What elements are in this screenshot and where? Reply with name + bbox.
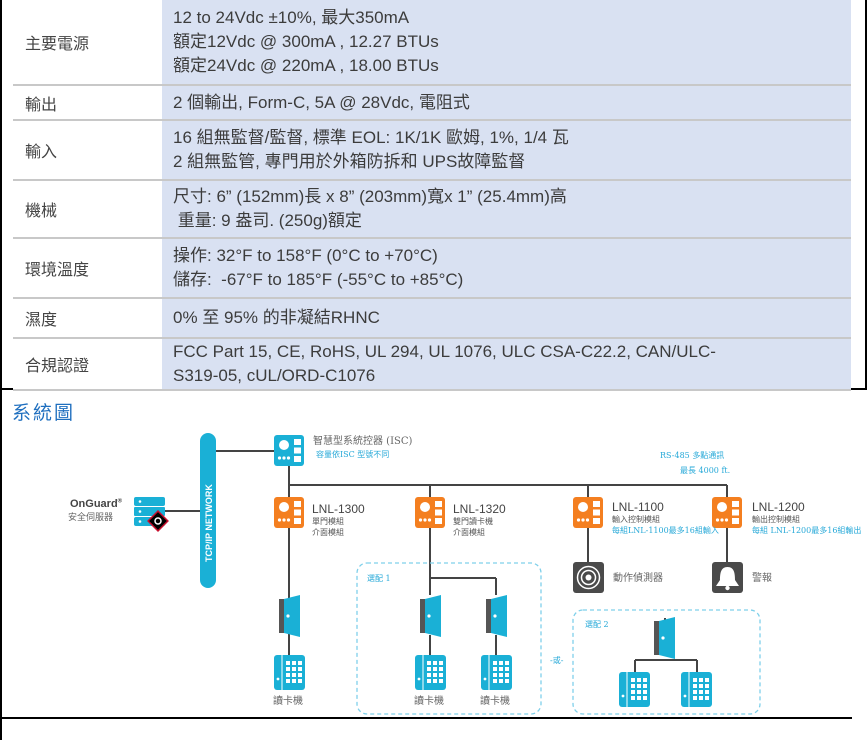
module-sub: 介面模組 — [312, 528, 344, 537]
spec-row: 輸出 2 個輸出, Form-C, 5A @ 28Vdc, 電阻式 — [13, 85, 851, 121]
spec-value-line: 操作: 32°F to 158°F (0°C to +70°C) — [173, 246, 438, 265]
server-icon — [134, 497, 169, 532]
card-reader-icon — [680, 671, 713, 708]
server-sub: 安全伺服器 — [68, 513, 114, 523]
spec-value-line: FCC Part 15, CE, RoHS, UL 294, UL 1076, … — [173, 342, 716, 361]
motion-label: 動作偵測器 — [613, 573, 663, 584]
or-label: -或- — [550, 656, 564, 665]
spec-row: 機械尺寸: 6” (152mm)長 x 8” (203mm)寬x 1” (25.… — [13, 180, 851, 239]
spec-value: 2 個輸出, Form-C, 5A @ 28Vdc, 電阻式 — [162, 85, 851, 121]
door-icon — [420, 595, 441, 637]
rs485-line1: RS-485 多點通訊 — [660, 451, 725, 460]
spec-label: 機械 — [13, 180, 162, 239]
module-sub: 雙門讀卡機 — [453, 517, 493, 526]
spec-label: 輸入 — [13, 120, 162, 181]
frame-border — [0, 390, 2, 740]
option1-box — [356, 562, 542, 715]
spec-value-line: 額定24Vdc @ 220mA , 18.00 BTUs — [173, 56, 439, 75]
module-lnl1100: LNL-1100 輸入控制模組 每組LNL-1100最多16組輸入 — [612, 500, 719, 536]
spec-value-line: 0% 至 95% 的非凝結RHNC — [173, 308, 380, 327]
alarm-label: 警報 — [752, 573, 772, 584]
spec-row: 環境溫度操作: 32°F to 158°F (0°C to +70°C) 儲存: … — [13, 238, 851, 299]
module-note: 每組LNL-1100最多16組輸入 — [612, 526, 719, 535]
module-sub: 輸入控制模組 — [612, 515, 660, 524]
frame-border — [0, 717, 852, 719]
reader-label: 讀卡機 — [273, 696, 303, 707]
diagram-graphics: TCP/IP NETWORK — [134, 433, 761, 715]
spec-label: 環境溫度 — [13, 238, 162, 299]
spec-label: 輸出 — [13, 85, 162, 121]
tcpip-network-bar — [200, 433, 216, 588]
spec-value: 16 組無監督/監督, 標準 EOL: 1K/1K 歐姆, 1%, 1/4 瓦 2… — [162, 120, 851, 181]
spec-value-line: 16 組無監督/監督, 標準 EOL: 1K/1K 歐姆, 1%, 1/4 瓦 — [173, 128, 569, 147]
module-name: LNL-1200 — [752, 500, 805, 514]
spec-row: 主要電源 12 to 24Vdc ±10%, 最大350mA 額定12Vdc @ 3… — [13, 0, 851, 86]
spec-value-line: 12 to 24Vdc ±10%, 最大350mA — [173, 8, 410, 27]
spec-label: 合規認證 — [13, 338, 162, 391]
system-diagram: 系統圖 — [0, 390, 867, 720]
card-reader-icon — [273, 654, 306, 691]
spec-value: 尺寸: 6” (152mm)長 x 8” (203mm)寬x 1” (25.4m… — [162, 180, 851, 239]
server-name: OnGuard® — [70, 498, 123, 510]
door-icon — [654, 617, 675, 659]
spec-value-line: 額定12Vdc @ 300mA , 12.27 BTUs — [173, 32, 439, 51]
door-icon — [486, 595, 507, 637]
spec-value: 0% 至 95% 的非凝結RHNC — [162, 298, 851, 339]
card-reader-icon — [618, 671, 651, 708]
module-lnl1320: LNL-1320 雙門讀卡機 介面模組 — [453, 502, 506, 538]
spec-label: 主要電源 — [13, 0, 162, 86]
lnl1300-module-icon — [274, 497, 304, 528]
rs485-line2: 最長 4000 ft. — [680, 466, 731, 475]
reader-label: 讀卡機 — [414, 696, 444, 707]
module-name: LNL-1100 — [612, 500, 664, 514]
spec-label: 濕度 — [13, 298, 162, 339]
spec-row: 合規認證 FCC Part 15, CE, RoHS, UL 294, UL 10… — [13, 338, 851, 391]
door-icon — [279, 595, 300, 637]
spec-value-line: 2 組無監管, 專門用於外箱防拆和 UPS故障監督 — [173, 152, 526, 171]
option1-label: 選配 1 — [367, 574, 391, 583]
option2-box — [572, 609, 761, 715]
alarm-bell-icon — [712, 562, 743, 593]
lnl1320-module-icon — [415, 497, 445, 528]
spec-value: 操作: 32°F to 158°F (0°C to +70°C) 儲存: -67°… — [162, 238, 851, 299]
spec-table: 主要電源 12 to 24Vdc ±10%, 最大350mA 額定12Vdc @ 3… — [13, 0, 851, 391]
card-reader-icon — [480, 654, 513, 691]
spec-value: 12 to 24Vdc ±10%, 最大350mA 額定12Vdc @ 300mA… — [162, 0, 851, 86]
module-name: LNL-1320 — [453, 502, 506, 516]
reader-label: 讀卡機 — [480, 696, 510, 707]
module-sub: 輸出控制模組 — [752, 515, 800, 524]
module-sub: 單門模組 — [312, 517, 344, 526]
spec-row: 濕度 0% 至 95% 的非凝結RHNC — [13, 298, 851, 339]
lnl1100-module-icon — [573, 497, 603, 528]
option2-label: 選配 2 — [585, 620, 609, 629]
spec-value-line: 尺寸: 6” (152mm)長 x 8” (203mm)寬x 1” (25.4m… — [173, 187, 567, 206]
spec-value-line: 儲存: -67°F to 185°F (-55°C to +85°C) — [173, 270, 464, 289]
motion-detector-icon — [573, 562, 604, 593]
isc-controller-icon — [274, 435, 304, 466]
spec-value-line: 2 個輸出, Form-C, 5A @ 28Vdc, 電阻式 — [173, 92, 470, 112]
isc-label: 智慧型系統控器 (ISC) — [313, 436, 413, 447]
spec-value-line: 重量: 9 盎司. (250g)額定 — [173, 211, 362, 230]
card-reader-icon — [414, 654, 447, 691]
diagram-title: 系統圖 — [12, 402, 76, 424]
network-label: TCP/IP NETWORK — [204, 484, 214, 562]
isc-note: 容量依ISC 型號不同 — [316, 450, 390, 459]
connection-lines — [165, 450, 728, 672]
module-lnl1200: LNL-1200 輸出控制模組 每組 LNL-1200最多16組輸出 — [752, 500, 861, 536]
spec-value: FCC Part 15, CE, RoHS, UL 294, UL 1076, … — [162, 338, 851, 391]
module-sub: 介面模組 — [453, 528, 485, 537]
module-name: LNL-1300 — [312, 502, 365, 516]
module-lnl1300: LNL-1300 單門模組 介面模組 — [312, 502, 365, 538]
spec-value-line: S319-05, cUL/ORD-C1076 — [173, 366, 376, 385]
module-note: 每組 LNL-1200最多16組輸出 — [752, 526, 862, 535]
